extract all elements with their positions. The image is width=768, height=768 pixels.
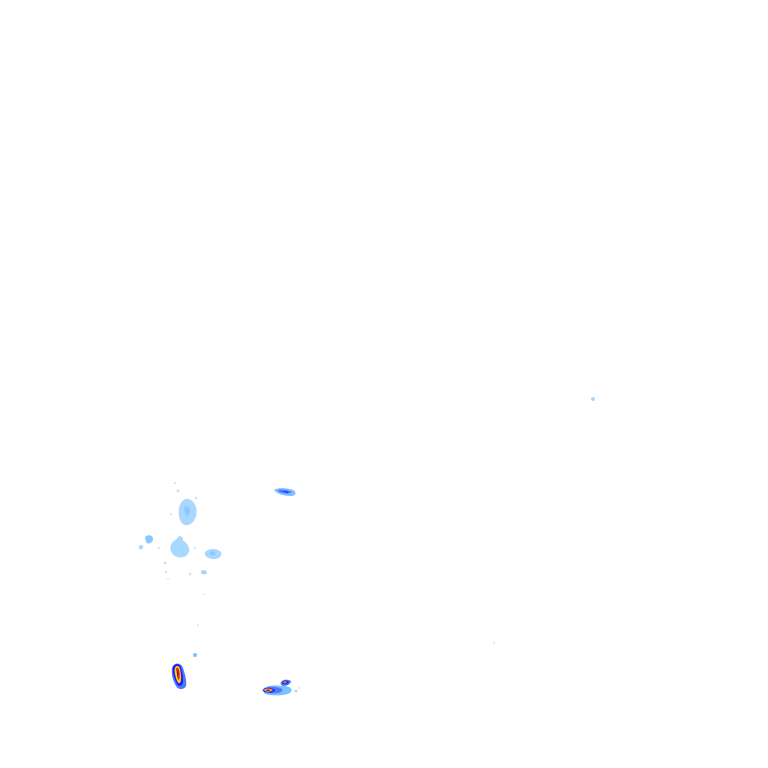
cell-west-scatter	[139, 535, 222, 626]
cell-northwest	[170, 482, 198, 526]
cell-east-speck	[493, 397, 595, 644]
cell-south-storm	[262, 679, 300, 696]
cell-north-central	[274, 488, 296, 496]
cell-southwest-storm	[171, 653, 197, 689]
